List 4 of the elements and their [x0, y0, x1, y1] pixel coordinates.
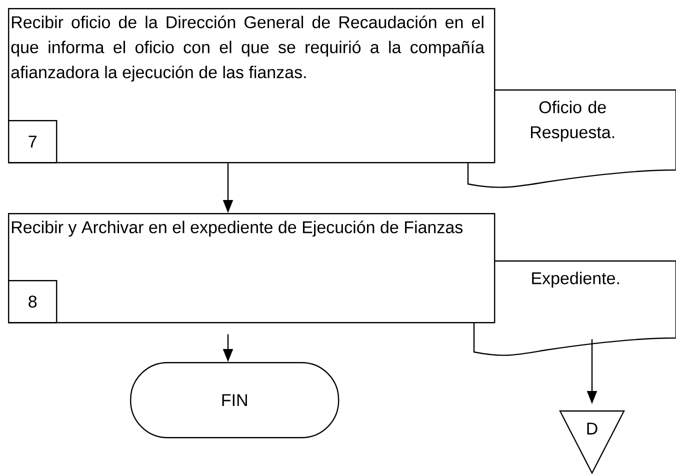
- terminator: FIN: [130, 362, 340, 438]
- step-number-box: 8: [8, 280, 58, 324]
- step-number-box: 7: [8, 120, 58, 164]
- file-triangle: D: [559, 410, 625, 474]
